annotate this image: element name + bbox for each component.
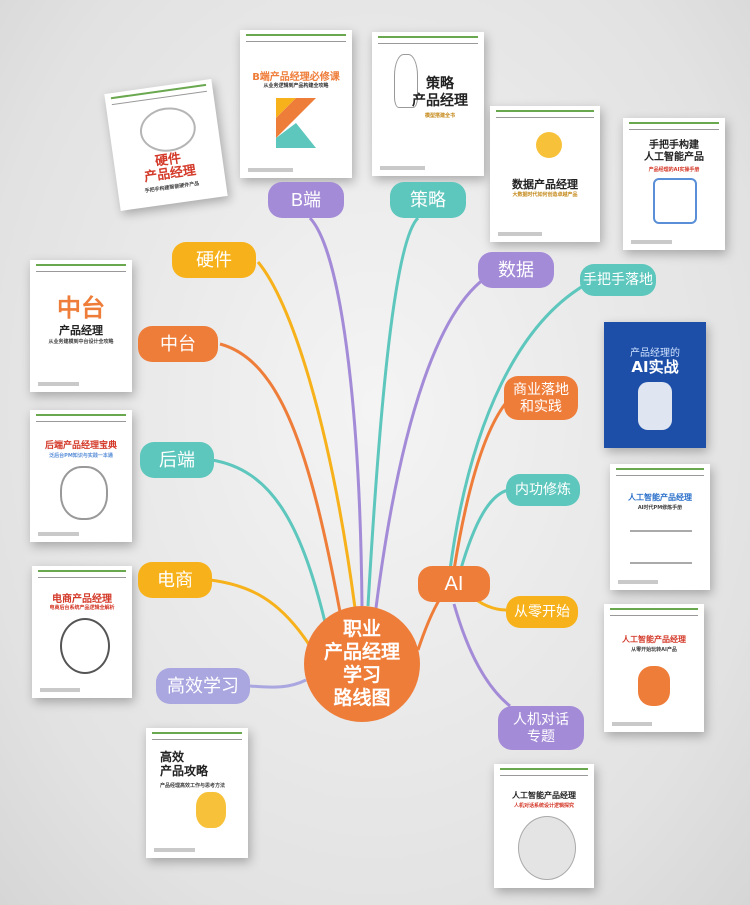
book-subtitle: 产品经理高效工作与思考方法 xyxy=(160,782,248,789)
ai-topic-inner[interactable]: 内功修炼 xyxy=(506,474,580,506)
book-title: 后端产品经理宝典 xyxy=(30,438,132,451)
branch-backend[interactable]: 后端 xyxy=(140,442,214,478)
book-scratch: 人工智能产品经理 从零开始玩转AI产品 xyxy=(604,604,704,732)
branch-hardware[interactable]: 硬件 xyxy=(172,242,256,278)
book-subtitle: 电商后台系统产品逻辑全解析 xyxy=(32,604,132,611)
robot-runner-icon xyxy=(638,382,672,430)
central-line-1: 职业 xyxy=(343,618,381,641)
book-subtitle: AI时代PM修炼手册 xyxy=(610,504,710,511)
robot-face-icon xyxy=(518,816,576,880)
book-title: 中台 xyxy=(30,288,132,323)
ai-topic-scratch[interactable]: 从零开始 xyxy=(506,596,578,628)
book-subtitle: 从业务建模到中台设计全攻略 xyxy=(30,338,132,345)
book-hci: 人工智能产品经理 人机对话系统设计逻辑探究 xyxy=(494,764,594,888)
branch-data[interactable]: 数据 xyxy=(478,252,554,288)
book-data: 数据产品经理 大数据时代如何创造卓越产品 xyxy=(490,106,600,242)
book-subtitle: 模型搭建全书 xyxy=(396,112,484,119)
book-b-end: B端产品经理必修课 从业务逻辑到产品构建全攻略 xyxy=(240,30,352,178)
bee-illustration-icon xyxy=(536,132,562,158)
ai-topic-hci[interactable]: 人机对话 专题 xyxy=(498,706,584,750)
branch-middle[interactable]: 中台 xyxy=(138,326,218,362)
link-hands-on xyxy=(450,282,590,570)
central-line-3: 学习 xyxy=(343,664,381,687)
ai-topic-hands-on[interactable]: 手把手落地 xyxy=(580,264,656,296)
book-title-2: AI实战 xyxy=(604,356,706,377)
book-subtitle: 大数据时代如何创造卓越产品 xyxy=(490,191,600,198)
central-line-4: 路线图 xyxy=(333,687,390,710)
lion-illustration-icon xyxy=(60,618,110,674)
book-strategy: 策略 产品经理 模型搭建全书 xyxy=(372,32,484,176)
book-title: 策略 产品经理 xyxy=(396,76,484,110)
link-strategy xyxy=(368,218,418,606)
elephant-illustration-icon xyxy=(60,466,108,520)
circuit-illustration-icon xyxy=(630,530,692,564)
link-ecommerce xyxy=(210,580,310,646)
book-title: 人工智能产品经理 xyxy=(494,790,594,801)
link-backend xyxy=(212,460,325,622)
robot-illustration-icon xyxy=(653,178,697,224)
book-title: 手把手构建 人工智能产品 xyxy=(623,140,725,164)
book-title: 数据产品经理 xyxy=(490,176,600,192)
book-subtitle: 从零开始玩转AI产品 xyxy=(604,646,704,653)
kotlin-logo-icon xyxy=(276,98,316,148)
brain-illustration-icon xyxy=(137,104,199,155)
book-title: B端产品经理必修课 xyxy=(240,68,352,83)
book-subtitle: 人机对话系统设计逻辑探究 xyxy=(494,802,594,809)
book-ecommerce: 电商产品经理 电商后台系统产品逻辑全解析 xyxy=(32,566,132,698)
book-inner: 人工智能产品经理 AI时代PM修炼手册 xyxy=(610,464,710,590)
cat-illustration-icon xyxy=(196,792,226,828)
book-subtitle: 产品经理的AI实操手册 xyxy=(623,166,725,173)
book-title: 电商产品经理 xyxy=(32,590,132,605)
book-hardware: 硬件 产品经理 手把手构建智能硬件产品 xyxy=(104,79,227,211)
book-title: 高效 产品攻略 xyxy=(160,750,248,778)
link-middle xyxy=(220,344,340,612)
branch-ai[interactable]: AI xyxy=(418,566,490,602)
branch-ecommerce[interactable]: 电商 xyxy=(138,562,212,598)
ai-topic-business[interactable]: 商业落地 和实践 xyxy=(504,376,578,420)
central-line-2: 产品经理 xyxy=(324,641,400,664)
branch-b-end[interactable]: B端 xyxy=(268,182,344,218)
book-subtitle: 泛后台PM知识与实践一本通 xyxy=(30,452,132,459)
book-title: 人工智能产品经理 xyxy=(604,634,704,645)
book-efficiency: 高效 产品攻略 产品经理高效工作与思考方法 xyxy=(146,728,248,858)
book-title-2: 产品经理 xyxy=(30,322,132,338)
robot-head-icon xyxy=(638,666,670,706)
link-efficiency xyxy=(250,680,306,687)
book-middle: 中台 产品经理 从业务建模到中台设计全攻略 xyxy=(30,260,132,392)
book-backend: 后端产品经理宝典 泛后台PM知识与实践一本通 xyxy=(30,410,132,542)
central-topic[interactable]: 职业 产品经理 学习 路线图 xyxy=(304,606,420,722)
book-ai-practice: 产品经理的 AI实战 xyxy=(604,322,706,448)
book-title: 人工智能产品经理 xyxy=(610,492,710,503)
link-business xyxy=(454,398,510,570)
book-hands-on: 手把手构建 人工智能产品 产品经理的AI实操手册 xyxy=(623,118,725,250)
branch-strategy[interactable]: 策略 xyxy=(390,182,466,218)
link-hci xyxy=(454,604,510,706)
book-subtitle: 从业务逻辑到产品构建全攻略 xyxy=(240,82,352,89)
branch-efficiency[interactable]: 高效学习 xyxy=(156,668,250,704)
